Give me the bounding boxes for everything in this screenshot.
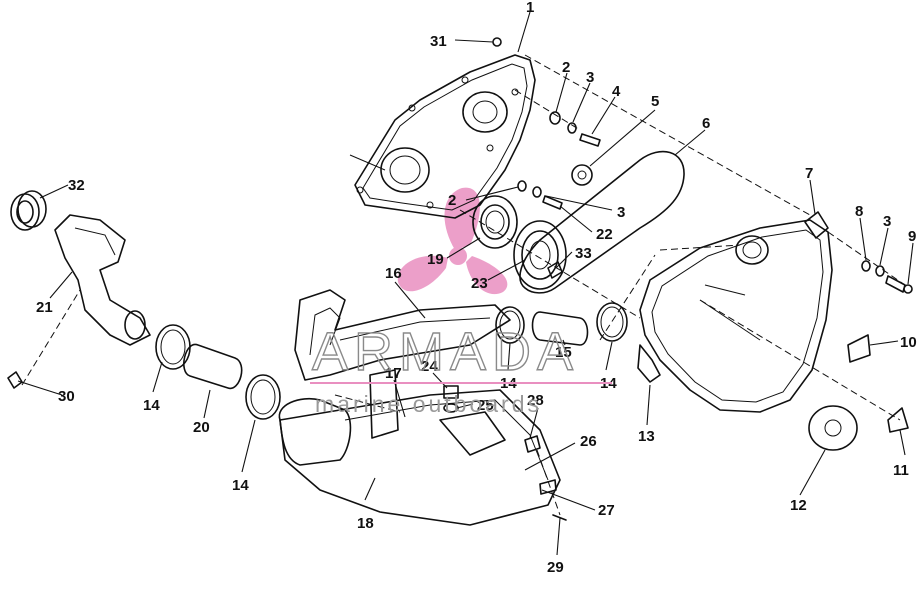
screw-30 — [7, 371, 23, 389]
callout-19: 19 — [427, 251, 444, 268]
callout-3c: 3 — [883, 213, 891, 230]
callout-12: 12 — [790, 497, 807, 514]
washer-bolt-set-upper — [549, 111, 601, 186]
callout-31: 31 — [430, 33, 447, 50]
callout-26: 26 — [580, 433, 597, 450]
drive-housing-cover-7 — [637, 211, 833, 413]
callout-18: 18 — [357, 515, 374, 532]
callout-5: 5 — [651, 93, 659, 110]
watermark: ARMADA marine outboards — [310, 321, 612, 417]
callout-10: 10 — [900, 334, 917, 351]
washer-bolt-set-right — [861, 260, 913, 294]
callout-29: 29 — [547, 559, 564, 576]
callout-16: 16 — [385, 265, 402, 282]
callout-1: 1 — [526, 0, 534, 16]
assembly-centerlines — [21, 54, 906, 516]
callout-30: 30 — [58, 388, 75, 405]
watermark-propeller-icon — [397, 187, 508, 295]
callout-20: 20 — [193, 419, 210, 436]
callout-7: 7 — [805, 165, 813, 182]
callout-4: 4 — [612, 83, 621, 100]
washer-set-lower — [517, 180, 563, 210]
callout-24: 24 — [421, 358, 438, 375]
callout-labels: 1 2 3 4 5 6 7 8 3 9 10 11 12 13 14 15 14… — [36, 0, 917, 576]
elbow-21 — [54, 214, 151, 346]
watermark-title: ARMADA — [312, 322, 579, 382]
callout-14d: 14 — [232, 477, 249, 494]
callout-9: 9 — [908, 228, 916, 245]
callout-17: 17 — [385, 365, 402, 382]
callout-6: 6 — [702, 115, 710, 132]
leader-lines — [17, 11, 914, 556]
callout-21: 21 — [36, 299, 53, 316]
bearing-32 — [10, 190, 47, 231]
drive-belt-6 — [519, 150, 685, 294]
callout-14a: 14 — [143, 397, 160, 414]
lower-housing-18 — [278, 369, 561, 526]
callout-15: 15 — [555, 344, 572, 361]
callout-3a: 3 — [586, 69, 594, 86]
sleeve-20-with-clamps — [155, 324, 281, 420]
callout-28: 28 — [527, 392, 544, 409]
bracket-16 — [294, 289, 511, 381]
seal-19 — [472, 195, 518, 249]
gasket-11 — [887, 407, 909, 433]
callout-22: 22 — [596, 226, 613, 243]
watermark-subtitle: marine outboards — [315, 391, 542, 417]
sprocket-hub — [513, 220, 567, 290]
callout-2a: 2 — [562, 59, 570, 76]
callout-2b: 2 — [448, 192, 456, 209]
callout-8: 8 — [855, 203, 863, 220]
chain-case-plate — [349, 54, 536, 219]
disc-12 — [808, 405, 858, 451]
callout-27: 27 — [598, 502, 615, 519]
callout-33: 33 — [575, 245, 592, 262]
callout-3b: 3 — [617, 204, 625, 221]
callout-11: 11 — [893, 462, 909, 479]
callout-25: 25 — [477, 397, 494, 414]
callout-13: 13 — [638, 428, 655, 445]
screw-29 — [552, 514, 567, 521]
nut-31 — [492, 37, 502, 47]
callout-23: 23 — [471, 275, 488, 292]
callout-32: 32 — [68, 177, 85, 194]
decal-10 — [847, 334, 871, 363]
